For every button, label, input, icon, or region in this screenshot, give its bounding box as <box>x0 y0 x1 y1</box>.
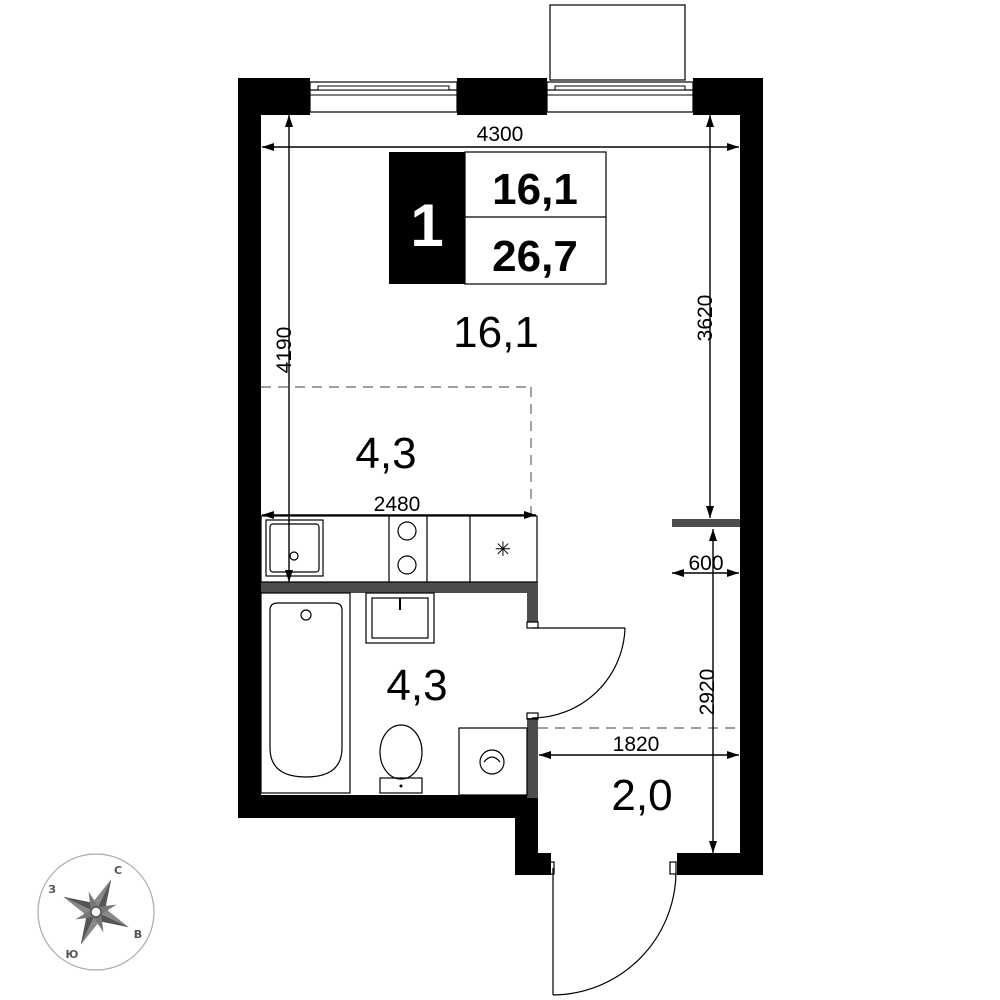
compass-west: З <box>48 883 56 896</box>
dim-hall-height: 2920 <box>696 669 719 716</box>
toilet <box>379 724 423 794</box>
window-left <box>309 81 458 113</box>
bathroom-area: 4,3 <box>386 661 447 710</box>
fridge-icon: ✳ <box>495 537 512 561</box>
stove-burner-icon <box>397 555 417 575</box>
dim-wall-offset: 600 <box>688 552 723 575</box>
bathtub <box>260 592 351 794</box>
dim-hall-width: 1820 <box>613 733 660 756</box>
dimension-lines <box>262 115 739 853</box>
compass-north: С <box>114 864 122 877</box>
main-room-area: 16,1 <box>453 308 539 357</box>
entrance-door <box>547 861 677 996</box>
dim-kitchen-width: 2480 <box>374 493 421 516</box>
kitchen-area: 4,3 <box>355 429 416 478</box>
hallway-area: 2,0 <box>611 771 672 820</box>
area-badge: 1 16,1 26,7 <box>389 151 607 285</box>
compass-rose-icon: С З В Ю <box>37 853 155 971</box>
compass-south: Ю <box>66 948 79 961</box>
dim-room-height-left: 4190 <box>273 327 296 374</box>
balcony-box <box>549 4 686 81</box>
outer-walls <box>238 78 763 875</box>
dim-overall-width: 4300 <box>477 123 524 146</box>
bathroom-door <box>526 621 626 720</box>
total-area: 26,7 <box>492 232 578 281</box>
partitions <box>261 519 740 798</box>
compass-east: В <box>134 928 142 941</box>
stove-burner-icon <box>397 521 417 541</box>
rooms-count: 1 <box>410 192 443 259</box>
living-area: 16,1 <box>492 165 578 214</box>
dim-room-height-right: 3620 <box>694 295 717 342</box>
washbasin <box>365 592 435 644</box>
window-right <box>546 81 694 113</box>
washing-machine <box>458 727 528 796</box>
kitchen-counter: ✳ <box>260 515 538 583</box>
